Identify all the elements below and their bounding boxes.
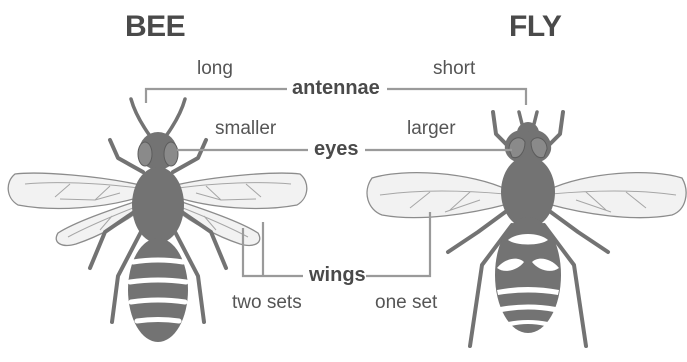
fly-eyes-note: larger — [407, 119, 456, 138]
bee-eyes-note: smaller — [215, 119, 276, 138]
wings-label: wings — [309, 265, 366, 285]
antennae-fly-leader — [387, 89, 526, 105]
antennae-bee-leader — [146, 89, 287, 103]
eyes-label: eyes — [314, 139, 359, 159]
bee-antennae — [131, 99, 185, 136]
antennae-label: antennae — [292, 78, 380, 98]
bee-antennae-note: long — [197, 59, 233, 78]
fly-body — [495, 122, 561, 333]
fly-wings-note: one set — [375, 293, 437, 312]
wings-fly-leader — [366, 212, 430, 276]
bee-wings-note: two sets — [232, 293, 302, 312]
fly-antennae-note: short — [433, 59, 475, 78]
bee-title: BEE — [125, 12, 185, 42]
fly-title: FLY — [509, 12, 561, 42]
